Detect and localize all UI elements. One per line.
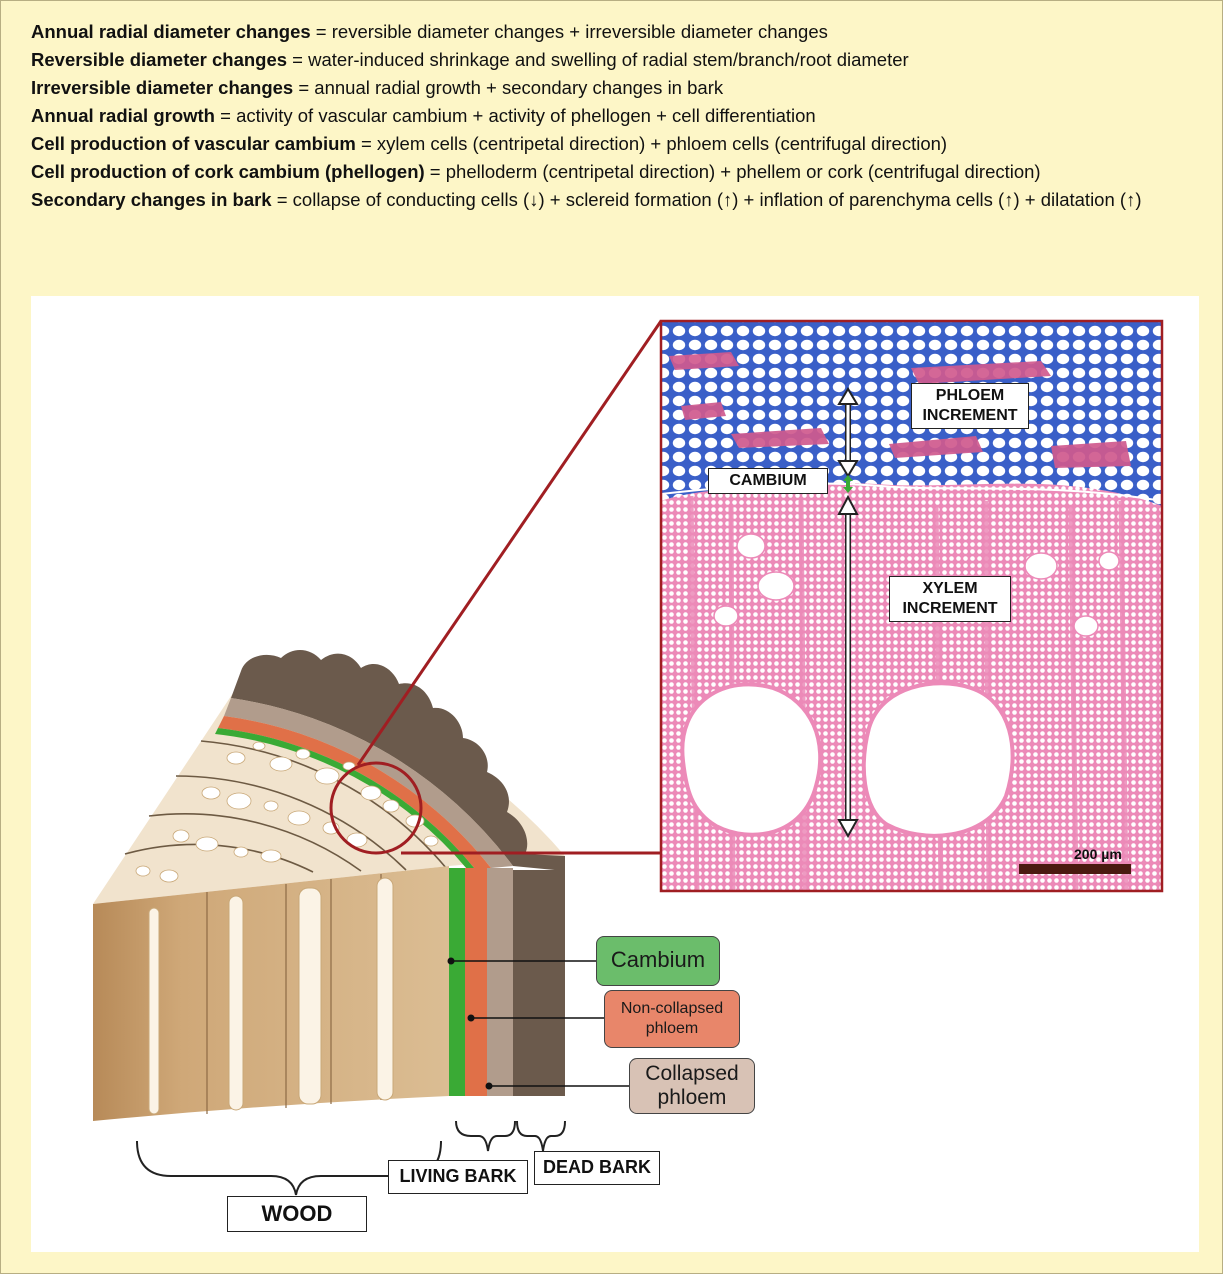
- phloem-increment-label: PHLOEM INCREMENT: [911, 383, 1029, 429]
- equation-term: Secondary changes in bark: [31, 189, 272, 210]
- equation-term: Cell production of cork cambium (phellog…: [31, 161, 425, 182]
- equation-line: Annual radial diameter changes = reversi…: [31, 21, 1201, 42]
- equation-line: Reversible diameter changes = water-indu…: [31, 49, 1201, 70]
- wedge-front-face: [93, 866, 565, 1121]
- equation-line: Annual radial growth = activity of vascu…: [31, 105, 1201, 126]
- cambium-micrograph-label: CAMBIUM: [708, 468, 828, 494]
- legend-non-collapsed-phloem: Non-collapsed phloem: [604, 990, 740, 1048]
- equation-term: Annual radial diameter changes: [31, 21, 311, 42]
- equation-definition: = xylem cells (centripetal direction) + …: [356, 133, 947, 154]
- xylem-increment-label: XYLEM INCREMENT: [889, 576, 1011, 622]
- wedge-top-surface: [93, 650, 565, 904]
- equation-line: Cell production of cork cambium (phellog…: [31, 161, 1201, 182]
- wood-label: WOOD: [227, 1196, 367, 1232]
- equation-term: Irreversible diameter changes: [31, 77, 293, 98]
- living-bark-label: LIVING BARK: [388, 1160, 528, 1194]
- equation-list: Annual radial diameter changes = reversi…: [31, 21, 1201, 210]
- equation-definition: = phelloderm (centripetal direction) + p…: [425, 161, 1041, 182]
- equation-line: Cell production of vascular cambium = xy…: [31, 133, 1201, 154]
- equation-definition: = reversible diameter changes + irrevers…: [311, 21, 828, 42]
- equation-definition: = water-induced shrinkage and swelling o…: [287, 49, 909, 70]
- equation-line: Irreversible diameter changes = annual r…: [31, 77, 1201, 98]
- equation-term: Annual radial growth: [31, 105, 215, 126]
- equation-term: Cell production of vascular cambium: [31, 133, 356, 154]
- illustration-panel: PHLOEM INCREMENT CAMBIUM XYLEM INCREMENT…: [31, 296, 1199, 1252]
- legend-collapsed-phloem: Collapsed phloem: [629, 1058, 755, 1114]
- legend-cambium: Cambium: [596, 936, 720, 986]
- equation-definition: = activity of vascular cambium + activit…: [215, 105, 816, 126]
- equation-line: Secondary changes in bark = collapse of …: [31, 189, 1201, 210]
- bark-diagram-svg: [31, 296, 1199, 1252]
- equation-definition: = collapse of conducting cells (↓) + scl…: [272, 189, 1142, 210]
- dead-bark-label: DEAD BARK: [534, 1151, 660, 1185]
- equation-term: Reversible diameter changes: [31, 49, 287, 70]
- scale-bar-label: 200 µm: [1074, 846, 1122, 862]
- equation-definition: = annual radial growth + secondary chang…: [293, 77, 723, 98]
